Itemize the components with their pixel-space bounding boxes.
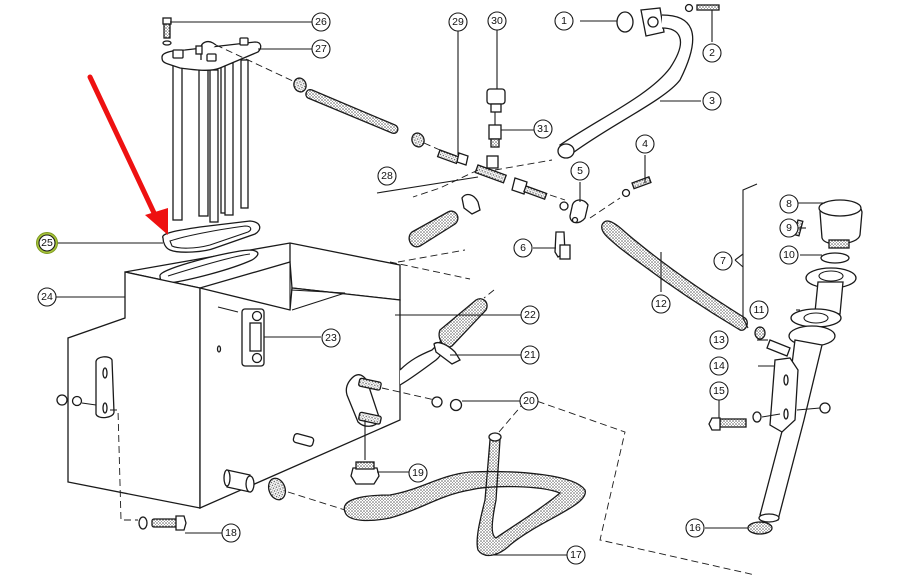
svg-text:10: 10	[783, 249, 795, 261]
svg-text:8: 8	[786, 198, 792, 210]
svg-text:25: 25	[41, 237, 53, 249]
callout-21[interactable]: 21	[520, 345, 540, 365]
svg-text:22: 22	[524, 309, 536, 321]
svg-text:19: 19	[412, 467, 424, 479]
callout-11[interactable]: 11	[749, 300, 769, 320]
callout-1[interactable]: 1	[554, 11, 574, 31]
svg-text:21: 21	[524, 349, 536, 361]
svg-text:31: 31	[537, 123, 549, 135]
callout-6[interactable]: 6	[513, 238, 533, 258]
callout-15[interactable]: 15	[709, 381, 729, 401]
callout-7[interactable]: 7	[713, 251, 733, 271]
callout-17[interactable]: 17	[566, 545, 586, 565]
svg-text:29: 29	[452, 16, 464, 28]
callout-5[interactable]: 5	[570, 161, 590, 181]
callout-22[interactable]: 22	[520, 305, 540, 325]
callout-31[interactable]: 31	[533, 119, 553, 139]
svg-text:11: 11	[754, 304, 765, 316]
svg-text:26: 26	[315, 16, 327, 28]
svg-text:15: 15	[713, 385, 725, 397]
tube-3-assembly	[557, 3, 720, 159]
filler-neck	[708, 183, 863, 535]
svg-text:27: 27	[315, 43, 327, 55]
leader-lines	[55, 10, 825, 556]
callout-3[interactable]: 3	[702, 91, 722, 111]
callout-30[interactable]: 30	[487, 11, 507, 31]
callout-4[interactable]: 4	[635, 134, 655, 154]
svg-text:6: 6	[520, 242, 526, 254]
callout-14[interactable]: 14	[709, 356, 729, 376]
callout-12[interactable]: 12	[651, 294, 671, 314]
svg-text:28: 28	[381, 170, 393, 182]
svg-text:23: 23	[325, 332, 337, 344]
callout-28[interactable]: 28	[377, 166, 397, 186]
callout-27[interactable]: 27	[311, 39, 331, 59]
callout-9[interactable]: 9	[779, 218, 799, 238]
callout-24[interactable]: 24	[37, 287, 57, 307]
svg-text:4: 4	[642, 138, 648, 150]
svg-text:24: 24	[41, 291, 53, 303]
tee-fitting-assembly	[412, 88, 569, 211]
tank-outlet	[223, 469, 346, 511]
svg-text:2: 2	[709, 47, 715, 59]
hose-22	[433, 289, 495, 365]
svg-text:9: 9	[786, 222, 792, 234]
svg-text:16: 16	[689, 522, 701, 534]
callout-20[interactable]: 20	[519, 391, 539, 411]
svg-text:5: 5	[577, 165, 583, 177]
svg-text:17: 17	[570, 549, 582, 561]
callout-8[interactable]: 8	[779, 194, 799, 214]
sight-gauge	[216, 306, 265, 367]
callout-23[interactable]: 23	[321, 328, 341, 348]
callout-25-highlighted[interactable]: 25	[36, 232, 58, 254]
tank-pin	[292, 433, 315, 447]
svg-text:7: 7	[720, 255, 726, 267]
bolt-18	[138, 515, 187, 531]
gasket-25	[162, 220, 261, 253]
hose-12	[601, 220, 748, 331]
drain-plug	[350, 420, 380, 485]
svg-text:1: 1	[561, 15, 567, 27]
callout-19[interactable]: 19	[408, 463, 428, 483]
hose-22-clamp-21-upper	[389, 193, 481, 280]
callout-10[interactable]: 10	[779, 245, 799, 265]
callout-29[interactable]: 29	[448, 12, 468, 32]
return-hose	[293, 77, 441, 151]
callout-26[interactable]: 26	[311, 12, 331, 32]
svg-text:14: 14	[713, 360, 725, 372]
svg-text:20: 20	[523, 395, 535, 407]
highlight-arrow	[87, 74, 168, 235]
hose-17	[343, 397, 756, 576]
callout-18[interactable]: 18	[221, 523, 241, 543]
svg-text:13: 13	[713, 334, 725, 346]
svg-text:30: 30	[491, 15, 503, 27]
sender-unit	[161, 17, 296, 223]
tank	[67, 242, 401, 509]
svg-text:18: 18	[225, 527, 237, 539]
callout-2[interactable]: 2	[702, 43, 722, 63]
tank-bracket	[56, 356, 138, 521]
callout-16[interactable]: 16	[685, 518, 705, 538]
tank-flange-port	[345, 341, 463, 427]
callout-13[interactable]: 13	[709, 330, 729, 350]
svg-text:3: 3	[709, 95, 715, 107]
clamp-and-clip	[554, 176, 652, 260]
callouts: 1 2 3 4 5 6 7 8 9 10 11 12 13 14 15 16 1…	[36, 11, 799, 565]
svg-text:12: 12	[655, 298, 667, 310]
